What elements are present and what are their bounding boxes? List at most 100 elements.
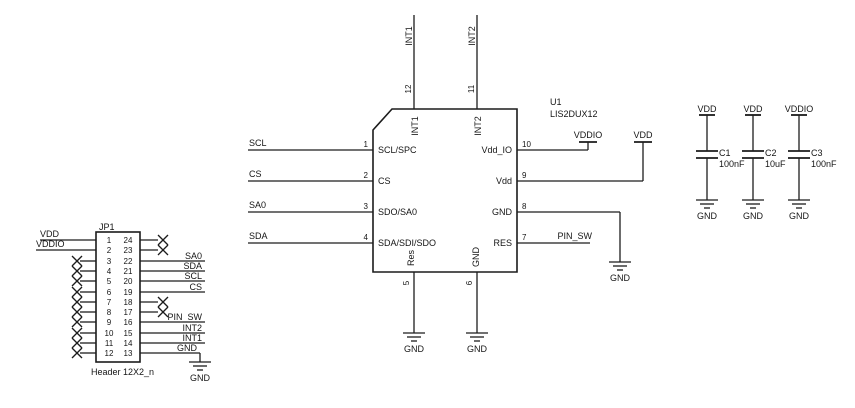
net-label-scl: SCL bbox=[249, 138, 267, 148]
capacitor-value-label: 100nF bbox=[811, 159, 837, 169]
pin-name-label: GND bbox=[471, 247, 481, 268]
ground-symbol bbox=[742, 199, 764, 209]
ground-label: GND bbox=[404, 344, 425, 354]
net-label-pin-sw: PIN_SW bbox=[557, 231, 592, 241]
header-right-net-wires bbox=[140, 260, 205, 362]
pin-number-label: 6 bbox=[465, 280, 474, 285]
pin-number-label: 4 bbox=[107, 267, 112, 276]
chip-left-wires bbox=[248, 149, 373, 244]
pin-number-label: 3 bbox=[364, 202, 369, 211]
pin-number-label: 13 bbox=[124, 349, 133, 358]
header-refdes-label: JP1 bbox=[99, 222, 115, 232]
capacitor-value-label: 10uF bbox=[765, 159, 786, 169]
chip-symbol: U1 LIS2DUX12 SCL CS SA0 SDA 1 2 3 4 SCL/… bbox=[248, 15, 653, 354]
ground-label: GND bbox=[697, 211, 718, 221]
pin-name-label: Vdd bbox=[496, 176, 512, 186]
pin-number-label: 1 bbox=[107, 236, 112, 245]
chip-right-wires bbox=[517, 142, 644, 262]
net-label-vddio: VDDIO bbox=[574, 130, 603, 140]
ground-symbol bbox=[466, 332, 488, 342]
chip-part-label: LIS2DUX12 bbox=[550, 109, 598, 119]
pin-number-label: 5 bbox=[402, 280, 411, 285]
net-label-sda: SDA bbox=[183, 261, 202, 271]
capacitor-refdes-label: C1 bbox=[719, 148, 731, 158]
pin-number-label: 17 bbox=[124, 308, 133, 317]
pin-number-label: 11 bbox=[467, 84, 476, 93]
ground-label: GND bbox=[610, 273, 631, 283]
pin-name-label: GND bbox=[492, 207, 513, 217]
capacitor-refdes-label: C3 bbox=[811, 148, 823, 158]
net-label-cs: CS bbox=[189, 282, 202, 292]
pin-number-label: 8 bbox=[107, 308, 112, 317]
header-body bbox=[95, 231, 141, 363]
capacitor-c3: VDDIO C3 100nF GND bbox=[785, 104, 837, 221]
net-label-vdd: VDD bbox=[40, 229, 60, 239]
net-label-cs: CS bbox=[249, 169, 262, 179]
header-right-noconnects bbox=[140, 234, 169, 318]
net-label-pin-sw: PIN_SW bbox=[167, 312, 202, 322]
net-label-scl: SCL bbox=[184, 271, 202, 281]
net-label-int1: INT1 bbox=[182, 333, 202, 343]
pin-number-label: 2 bbox=[107, 246, 112, 255]
pin-name-label: Res bbox=[406, 250, 416, 267]
pin-number-label: 9 bbox=[522, 171, 527, 180]
header-symbol: JP1 Header 12X2_n 1 2 3 4 5 6 7 8 9 10 1… bbox=[36, 222, 211, 383]
capacitor-value-label: 100nF bbox=[719, 159, 745, 169]
pin-number-label: 22 bbox=[124, 257, 133, 266]
pin-number-label: 4 bbox=[364, 233, 369, 242]
net-label-sa0: SA0 bbox=[249, 200, 266, 210]
net-label-int2: INT2 bbox=[467, 26, 477, 46]
capacitor-refdes-label: C2 bbox=[765, 148, 777, 158]
pin-name-label: SCL/SPC bbox=[378, 145, 417, 155]
ground-symbol bbox=[788, 199, 810, 209]
ground-label: GND bbox=[190, 373, 211, 383]
capacitor-c1: VDD C1 100nF GND bbox=[696, 104, 745, 221]
net-label-sda: SDA bbox=[249, 231, 268, 241]
header-footprint-label: Header 12X2_n bbox=[91, 367, 154, 377]
net-label-vddio: VDDIO bbox=[785, 104, 814, 114]
pin-name-label: SDO/SA0 bbox=[378, 207, 417, 217]
pin-number-label: 19 bbox=[124, 288, 133, 297]
pin-number-label: 7 bbox=[107, 298, 112, 307]
net-label-vddio: VDDIO bbox=[36, 239, 65, 249]
pin-number-label: 1 bbox=[364, 140, 369, 149]
pin-number-label: 21 bbox=[124, 267, 133, 276]
chip-body bbox=[372, 108, 518, 273]
capacitor-c2: VDD C2 10uF GND bbox=[742, 104, 786, 221]
net-label-sa0: SA0 bbox=[185, 251, 202, 261]
pin-number-label: 6 bbox=[107, 288, 112, 297]
ground-label: GND bbox=[743, 211, 764, 221]
net-label-vdd: VDD bbox=[697, 104, 717, 114]
pin-number-label: 5 bbox=[107, 277, 112, 286]
pin-number-label: 24 bbox=[124, 236, 133, 245]
ground-symbol bbox=[696, 199, 718, 209]
net-label-vdd: VDD bbox=[633, 130, 653, 140]
pin-number-label: 14 bbox=[124, 339, 133, 348]
pin-number-label: 11 bbox=[105, 339, 114, 348]
pin-name-label: SDA/SDI/SDO bbox=[378, 238, 436, 248]
pin-number-label: 12 bbox=[404, 84, 413, 93]
pin-number-label: 2 bbox=[364, 171, 369, 180]
pin-number-label: 23 bbox=[124, 246, 133, 255]
pin-name-label: Vdd_IO bbox=[481, 145, 512, 155]
pin-number-label: 10 bbox=[522, 140, 531, 149]
pin-number-label: 20 bbox=[124, 277, 133, 286]
pin-number-label: 9 bbox=[107, 318, 112, 327]
pin-name-label: CS bbox=[378, 176, 391, 186]
net-label-vdd: VDD bbox=[743, 104, 763, 114]
pin-name-label: RES bbox=[493, 238, 512, 248]
ground-label: GND bbox=[789, 211, 810, 221]
ground-symbol bbox=[609, 261, 631, 271]
pin-name-label: INT1 bbox=[410, 116, 420, 136]
chip-top-wires bbox=[413, 15, 478, 109]
ground-symbol bbox=[403, 332, 425, 342]
ground-label: GND bbox=[467, 344, 488, 354]
pin-number-label: 7 bbox=[522, 233, 527, 242]
pin-number-label: 12 bbox=[105, 349, 114, 358]
pin-number-label: 16 bbox=[124, 318, 133, 327]
pin-number-label: 10 bbox=[105, 329, 114, 338]
pin-name-label: INT2 bbox=[473, 116, 483, 136]
pin-number-label: 8 bbox=[522, 202, 527, 211]
